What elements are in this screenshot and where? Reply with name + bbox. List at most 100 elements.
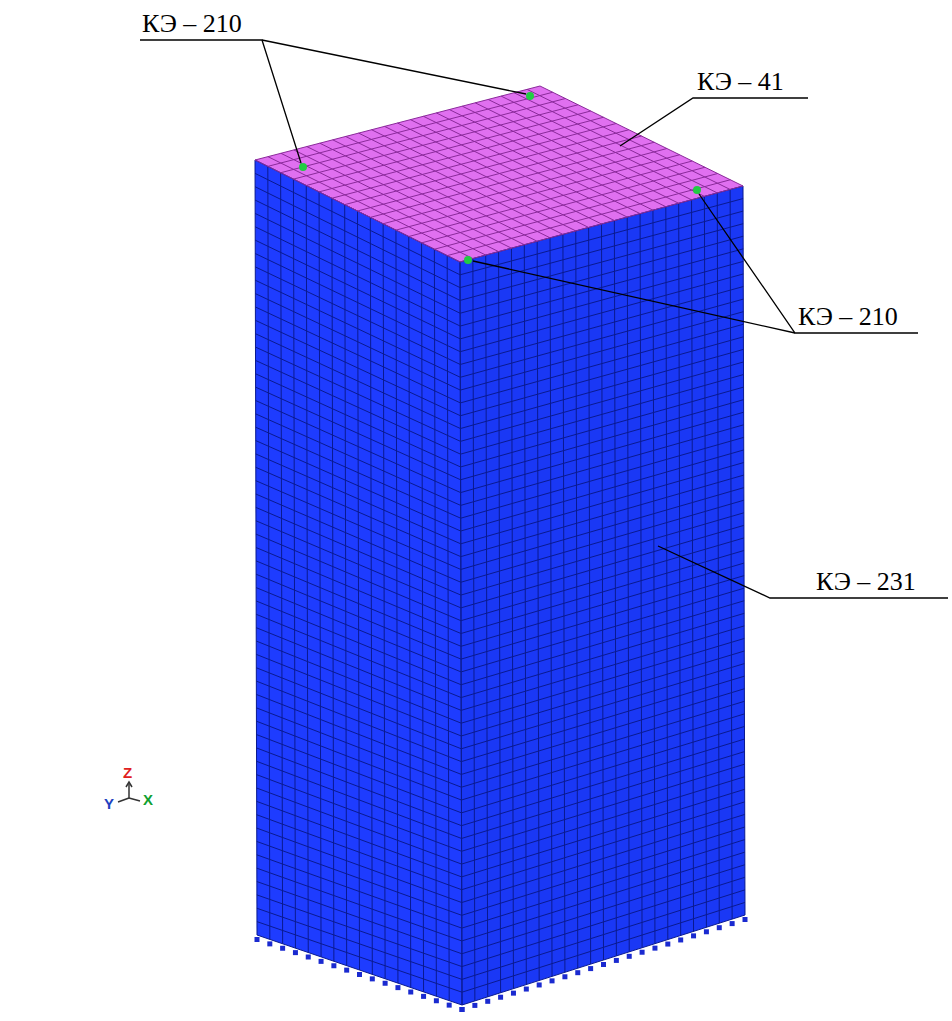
element-label: КЭ – 210 (798, 304, 898, 330)
mesh-line (461, 613, 744, 697)
mesh-line (255, 267, 460, 365)
mesh-line (461, 375, 744, 455)
support-mark (511, 991, 516, 996)
mesh-line (462, 877, 745, 966)
element-dots (299, 92, 701, 264)
support-mark (652, 946, 657, 951)
mesh-line (396, 155, 680, 230)
support-mark (627, 954, 632, 959)
mesh-line (460, 199, 743, 275)
mesh-line (462, 752, 745, 839)
support-mark (524, 987, 529, 992)
support-mark (472, 1003, 477, 1008)
mesh-line (256, 454, 461, 544)
axis-label: Z (123, 765, 132, 780)
mesh-line (461, 475, 744, 557)
mesh-line (256, 588, 461, 672)
support-mark (678, 937, 683, 942)
mesh-line (256, 561, 461, 646)
mesh-line (256, 668, 461, 749)
mesh-line (460, 186, 743, 262)
mesh-line (255, 240, 460, 339)
axis-label: X (143, 792, 153, 807)
mesh-line (422, 167, 705, 243)
support-mark (460, 1007, 465, 1012)
mesh-line (358, 136, 642, 211)
mesh-line (255, 227, 460, 326)
mesh-line (256, 548, 461, 634)
mesh-line (255, 280, 460, 377)
mesh-line (256, 360, 461, 454)
mesh-line (409, 161, 693, 237)
support-mark (614, 958, 619, 963)
mesh-line (462, 902, 745, 992)
mesh-line (461, 664, 744, 749)
mesh-grid (255, 86, 745, 1005)
mesh-line (461, 726, 744, 812)
mesh-line (461, 400, 744, 480)
mesh-line (461, 538, 744, 621)
mesh-line (462, 789, 745, 877)
mesh-line (461, 437, 744, 518)
mesh-line (383, 149, 667, 224)
mesh-line (460, 274, 743, 352)
mesh-line (256, 721, 461, 800)
mesh-line (257, 935, 462, 1005)
element-label: КЭ – 41 (697, 69, 784, 95)
mesh-line (332, 124, 616, 199)
mesh-line (461, 387, 744, 467)
support-mark (730, 921, 735, 926)
support-mark (640, 950, 645, 955)
support-mark (255, 937, 260, 942)
mesh-line (256, 534, 461, 621)
mesh-line (460, 224, 743, 301)
mesh-line (461, 676, 744, 761)
mesh-line (256, 628, 461, 711)
mesh-line (462, 814, 745, 902)
support-mark (743, 917, 748, 922)
mesh-line (461, 638, 744, 723)
mesh-line (461, 412, 744, 492)
mesh-line (461, 463, 744, 544)
support-mark (421, 994, 426, 999)
mesh-line (370, 142, 654, 217)
leader-lines (140, 40, 948, 598)
mesh-line (256, 441, 461, 531)
mesh-line (257, 868, 462, 941)
mesh-line (257, 908, 462, 979)
mesh-line (461, 488, 744, 570)
mesh-line (460, 236, 743, 313)
mesh-line (461, 551, 744, 634)
mesh-line (462, 764, 745, 851)
axis-triad (118, 782, 140, 802)
mesh-line (256, 374, 461, 467)
mesh-line (257, 895, 462, 967)
mesh-line (306, 111, 591, 186)
axis-label: Y (104, 796, 114, 811)
mesh-line (462, 739, 745, 826)
support-mark (691, 933, 696, 938)
mesh-line (256, 401, 461, 493)
mesh-line (256, 614, 461, 697)
mesh-line (461, 500, 744, 582)
mesh-line (255, 254, 460, 352)
support-mark (293, 950, 298, 955)
mesh-line (268, 92, 553, 166)
mesh-line (256, 521, 461, 608)
mesh-line (256, 494, 461, 582)
element-label: КЭ – 231 (816, 569, 916, 595)
support-mark (306, 955, 311, 960)
mesh-line (461, 601, 744, 685)
support-mark (717, 925, 722, 930)
mesh-line (462, 827, 745, 915)
support-mark (588, 966, 593, 971)
support-mark (280, 946, 285, 951)
mesh-line (461, 651, 744, 736)
mesh-line (293, 105, 578, 179)
mesh-line (460, 261, 743, 338)
mesh-line (256, 427, 461, 518)
support-mark (704, 929, 709, 934)
support-mark (408, 990, 413, 995)
mesh-line (460, 287, 743, 365)
mesh-line (447, 180, 730, 256)
